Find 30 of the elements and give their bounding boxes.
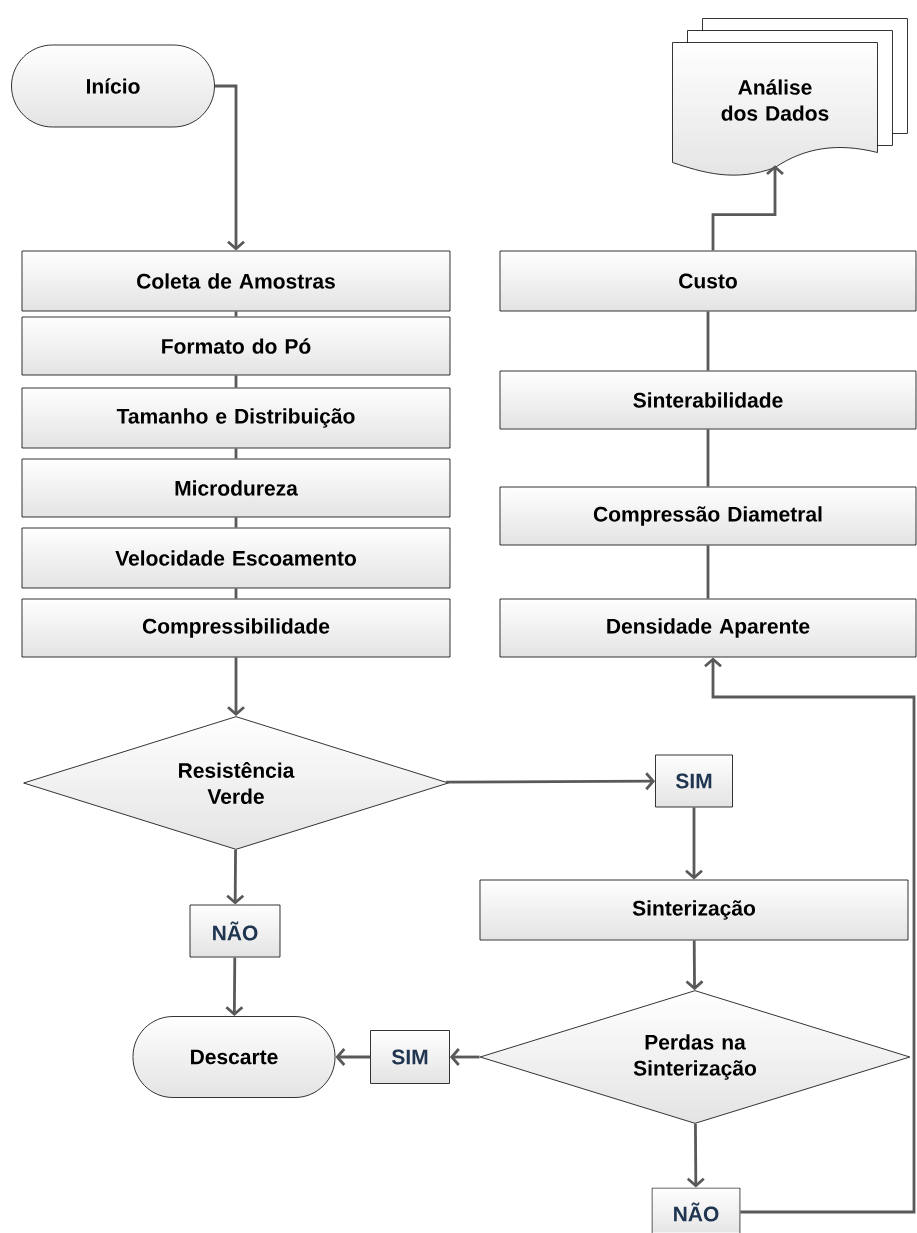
arrow: [214, 84, 245, 251]
process-box: Sinterização: [479, 879, 909, 941]
process-box: Custo: [499, 250, 917, 312]
process-box: Coleta de Amostras: [21, 250, 451, 312]
process-box: Velocidade Escoamento: [21, 527, 451, 589]
terminal-box: Descarte: [132, 1016, 336, 1098]
process-box: Densidade Aparente: [499, 598, 917, 658]
answer-box: SIM: [370, 1030, 450, 1084]
arrow: [685, 940, 704, 991]
process-box: Microdureza: [21, 458, 451, 518]
arrow: [226, 849, 245, 905]
arrow: [449, 1048, 480, 1066]
arrow: [704, 657, 916, 1214]
process-box: Compressibilidade: [21, 598, 451, 658]
answer-box: NÃO: [189, 904, 281, 958]
arrow: [686, 1123, 705, 1188]
arrow: [225, 957, 244, 1017]
arrow: [446, 772, 656, 791]
arrow: [711, 165, 784, 251]
answer-box: SIM: [655, 754, 733, 808]
process-box: Sinterabilidade: [499, 370, 917, 430]
process-box: Compressão Diametral: [499, 486, 917, 546]
arrow: [335, 1048, 371, 1066]
process-box: Tamanho e Distribuição: [21, 387, 451, 449]
process-box: Formato do Pó: [21, 316, 451, 376]
document-stack: Análise dos Dados: [672, 18, 908, 176]
arrow: [685, 807, 703, 880]
arrow: [227, 657, 245, 717]
terminal-box: Início: [11, 44, 215, 128]
answer-box: NÃO: [651, 1187, 741, 1233]
